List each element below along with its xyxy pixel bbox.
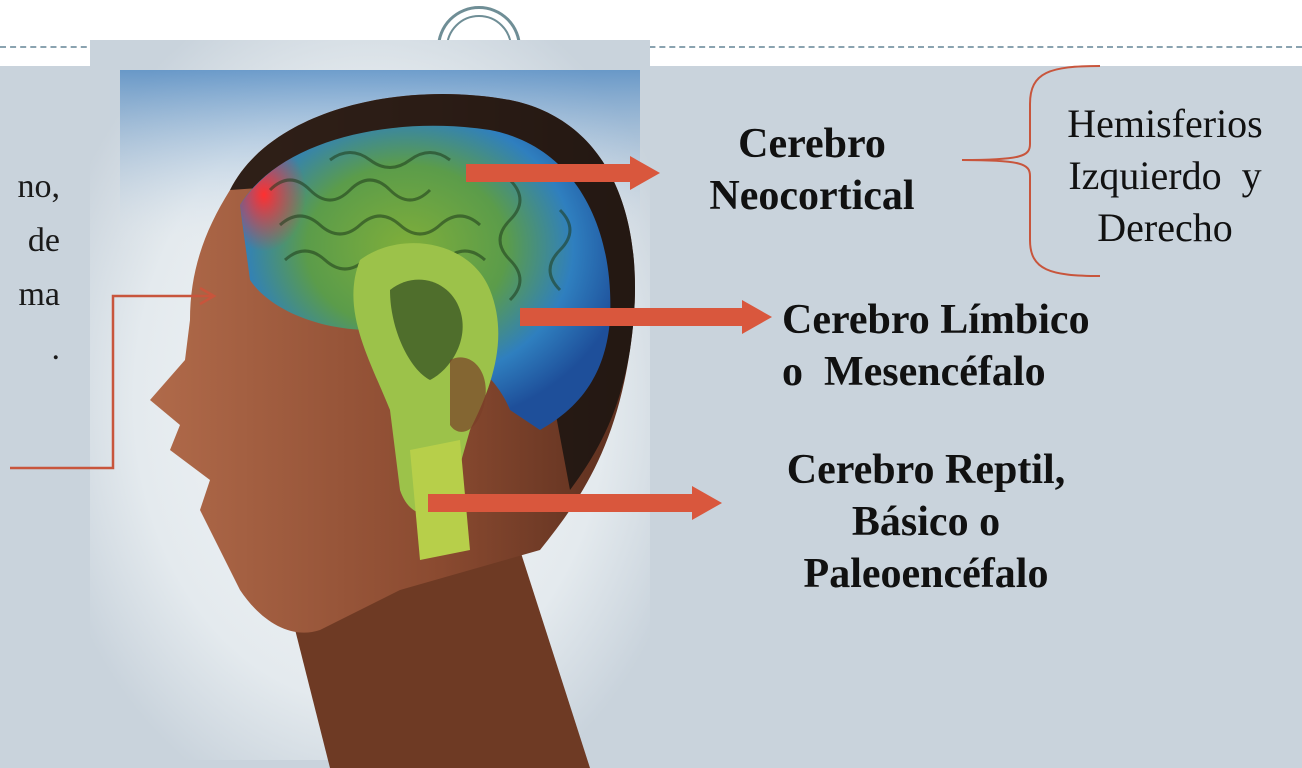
left-fragment-line-1: no, [0,160,60,214]
label-neocortical: Cerebro Neocortical [680,118,944,222]
label-hemispheres: Hemisferios Izquierdo y Derecho [1030,98,1300,254]
arrow-to-limbic [520,298,776,338]
arrow-to-reptile [428,484,728,524]
label-hemispheres-line-1: Hemisferios [1030,98,1300,150]
label-hemispheres-line-2: Izquierdo y [1030,150,1300,202]
label-hemispheres-line-3: Derecho [1030,202,1300,254]
label-reptile-line-1: Cerebro Reptil, [736,444,1116,496]
left-fragment-line-2: de [0,214,60,268]
label-reptile-line-2: Básico o [736,496,1116,548]
label-reptile-line-3: Paleoencéfalo [736,548,1116,600]
label-limbic-line-2: o Mesencéfalo [782,346,1182,398]
label-limbic-line-1: Cerebro Límbico [782,294,1182,346]
label-reptile: Cerebro Reptil, Básico o Paleoencéfalo [736,444,1116,600]
arrow-to-neocortical [466,154,662,194]
label-neocortical-line-1: Cerebro [680,118,944,170]
left-connector-arrow [0,280,230,480]
label-neocortical-line-2: Neocortical [680,170,944,222]
label-limbic: Cerebro Límbico o Mesencéfalo [782,294,1182,398]
